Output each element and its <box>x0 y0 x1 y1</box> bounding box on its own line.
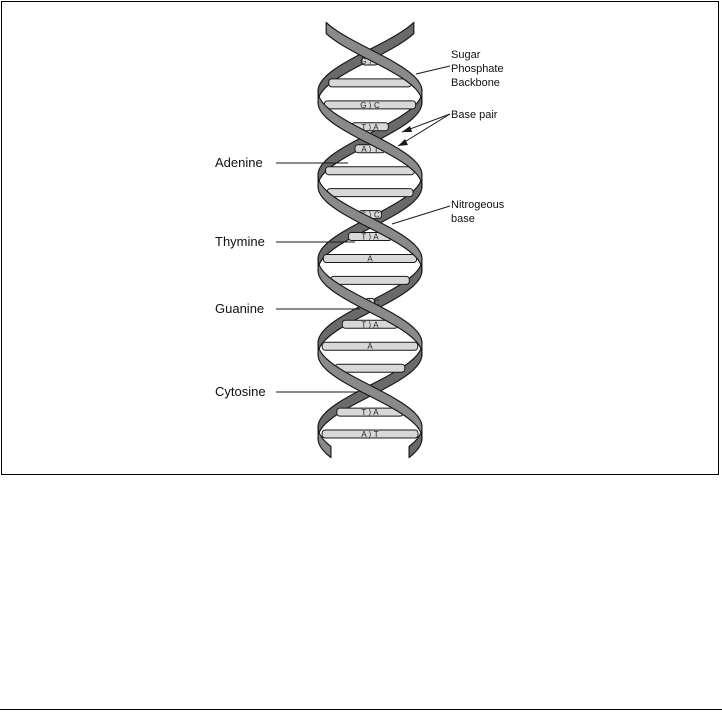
bottom-rule <box>0 709 722 710</box>
backbone-back-segment-0-5 <box>408 427 423 459</box>
thymine-label: Thymine <box>215 234 265 249</box>
base-pair-rung <box>325 166 415 176</box>
base-pair-leader-line-2 <box>397 113 451 147</box>
base-pair-rung <box>321 341 419 351</box>
base-pair-letters: A ⟩ T <box>361 430 378 439</box>
base-pair-letters: T ⟩ A <box>361 233 379 242</box>
nitrogenous-base-leader-line <box>391 205 451 225</box>
cytosine-label: Cytosine <box>215 384 266 399</box>
base-pair-arrowhead-1 <box>402 126 412 132</box>
base-pair-letters: G ⟩ C <box>360 57 380 66</box>
base-pair-rung <box>326 188 414 198</box>
backbone-front-segment-0-0 <box>325 21 423 105</box>
backbone-front-segment-0-2 <box>317 175 423 273</box>
base-pair-letters: A ⟩ T <box>361 145 378 154</box>
nitrogenous-base-label-line-2: base <box>451 213 475 225</box>
base-pair-letters: A <box>367 342 373 351</box>
base-pair-rung <box>334 363 406 373</box>
backbone-leader-line <box>415 65 451 75</box>
base-pair-arrowhead-2 <box>398 139 408 146</box>
backbone-front-segment-1-3 <box>317 259 423 357</box>
base-pair-rung <box>328 78 412 88</box>
nitrogenous-base-label-line-1: Nitrogeous <box>451 199 505 211</box>
guanine-label: Guanine <box>215 301 264 316</box>
base-pair-label: Base pair <box>451 109 498 121</box>
backbone-label-line-2: Phosphate <box>451 63 504 75</box>
backbone-front-segment-0-4 <box>317 343 423 441</box>
base-pair-letters: A <box>367 255 373 264</box>
base-pair-rung <box>321 429 419 439</box>
base-pair-letters: T ⟩ A <box>361 123 379 132</box>
base-pair-letters: T ⟩ A <box>361 408 379 417</box>
backbone-front-segment-1-1 <box>317 91 423 189</box>
base-pair-rung <box>330 275 410 285</box>
backbone-front-segment-1-5 <box>317 427 332 459</box>
backbone-label-line-3: Backbone <box>451 77 500 89</box>
base-pair-letters: G ⟩ C <box>360 211 380 220</box>
backbone-strand-front <box>317 21 423 459</box>
base-pair-letters: G ⟩ C <box>360 101 380 110</box>
adenine-label: Adenine <box>215 155 263 170</box>
backbone-label-line-1: Sugar <box>451 49 481 61</box>
base-pair-letters: T ⟩ A <box>361 320 379 329</box>
